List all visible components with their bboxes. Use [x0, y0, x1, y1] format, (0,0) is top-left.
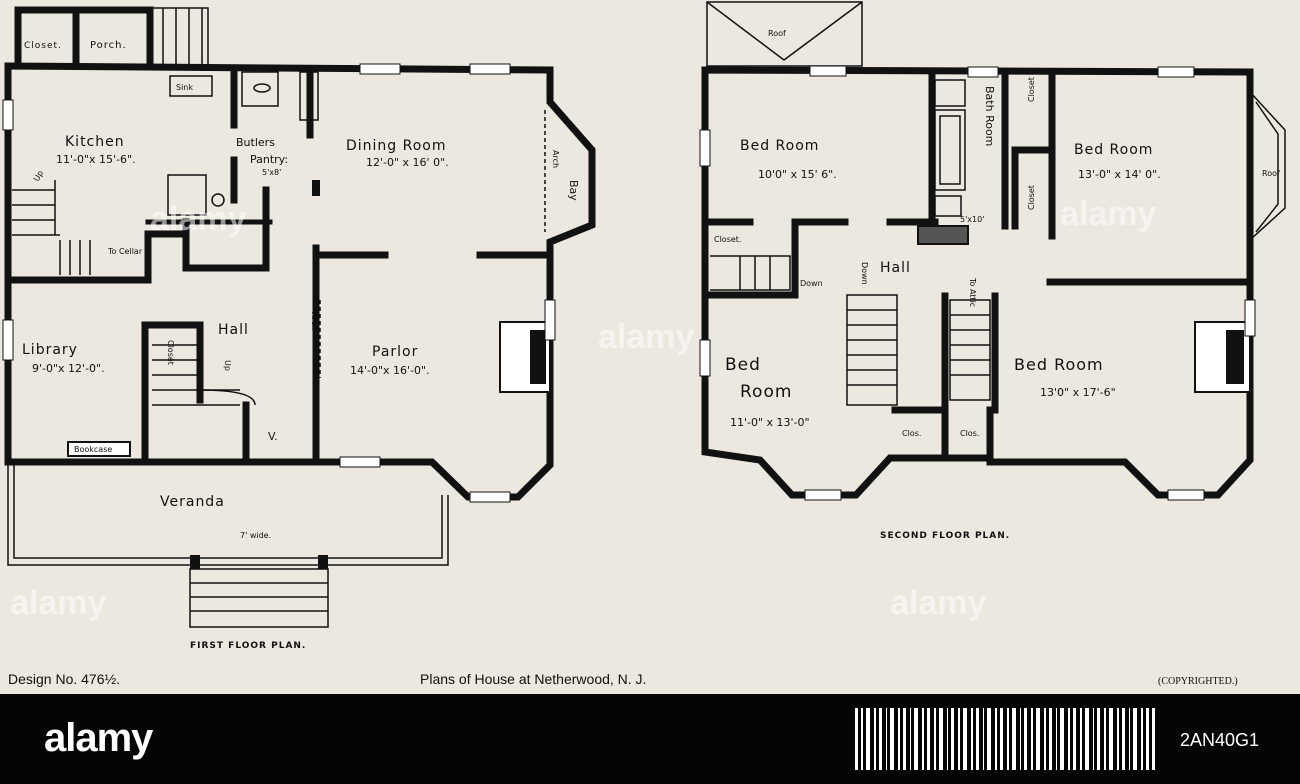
watermark-5: alamy: [890, 584, 987, 622]
label-to-attic: To Attic: [968, 277, 977, 307]
watermark-3: alamy: [1060, 195, 1157, 233]
watermark-2: alamy: [598, 318, 695, 356]
plan-title: Plans of House at Netherwood, N. J.: [420, 671, 647, 687]
label-down2: Down: [860, 262, 869, 285]
image-id: 2AN40G1: [1180, 730, 1260, 750]
alamy-logo: alamy: [44, 716, 153, 760]
first-floor-plan: Closet. Porch. Sink Dresser Kitchen 11'-…: [2, 6, 596, 651]
label-bed2-dim: 13'-0" x 14' 0".: [1078, 168, 1161, 181]
label-pantry: Pantry:: [250, 153, 288, 166]
label-bath: Bath Room: [983, 86, 996, 146]
label-bed3b: Room: [740, 382, 792, 402]
label-roof-top: Roof: [768, 29, 786, 38]
label-veranda: Veranda: [160, 494, 225, 510]
label-kitchen-dim: 11'-0"x 15'-6".: [56, 153, 136, 166]
barcode-icon: [855, 708, 1155, 770]
label-bed3: Bed: [725, 355, 761, 375]
label-arch-bay: Arch: [551, 150, 560, 168]
label-porch: Porch.: [90, 40, 127, 51]
label-bed4-dim: 13'0" x 17'-6": [1040, 386, 1116, 399]
label-dining-dim: 12'-0" x 16' 0".: [366, 156, 449, 169]
label-sink: Sink: [176, 83, 193, 92]
copyright: (COPYRIGHTED.): [1158, 676, 1238, 687]
label-bay: Bay: [567, 180, 580, 201]
label-to-cellar: To Cellar: [107, 247, 143, 256]
label-down1: Down: [800, 279, 823, 288]
floor-plans-drawing: Closet. Porch. Sink Dresser Kitchen 11'-…: [2, 1, 1286, 651]
label-closet-c: Closet.: [714, 235, 741, 244]
label-butlers: Butlers: [236, 136, 275, 149]
label-kitchen: Kitchen: [65, 134, 125, 150]
label-bed3-dim: 11'-0" x 13'-0": [730, 416, 810, 429]
label-library-dim: 9'-0"x 12'-0".: [32, 362, 105, 375]
label-closet-b: Closet: [1027, 185, 1036, 210]
label-hall-2: Hall: [880, 260, 911, 276]
watermark-4: alamy: [10, 584, 107, 622]
label-clos2: Clos.: [960, 429, 979, 438]
design-number: Design No. 476½.: [8, 671, 121, 687]
label-dresser: Dresser: [306, 87, 315, 118]
label-hall: Hall: [218, 322, 249, 338]
label-up: Up: [32, 169, 45, 183]
label-arch-hall: Arch: [310, 312, 319, 330]
label-bed1-dim: 10'0" x 15' 6".: [758, 168, 837, 181]
label-bed1: Bed Room: [740, 138, 819, 154]
plan-sheet: Closet. Porch. Sink Dresser Kitchen 11'-…: [2, 1, 1286, 687]
label-roof-side: Roof: [1262, 169, 1280, 178]
label-bed4: Bed Room: [1014, 355, 1104, 374]
label-clos1: Clos.: [902, 429, 921, 438]
label-veranda-dim: 7' wide.: [240, 531, 271, 540]
label-bed2: Bed Room: [1074, 142, 1153, 158]
label-v: V.: [268, 430, 278, 443]
watermark-1: alamy: [150, 200, 247, 238]
stock-footer-bar: [0, 694, 1300, 784]
label-pantry-dim: 5'x8': [262, 168, 281, 177]
second-floor-caption: SECOND FLOOR PLAN.: [880, 531, 1010, 541]
label-library: Library: [22, 342, 78, 358]
label-bath-dim: 5'x10': [960, 215, 984, 224]
label-parlor-dim: 14'-0"x 16'-0".: [350, 364, 430, 377]
label-parlor: Parlor: [372, 344, 418, 360]
label-dining: Dining Room: [346, 138, 447, 154]
label-closet: Closet.: [24, 41, 62, 51]
label-bookcase: Bookcase: [74, 445, 112, 454]
second-floor-plan: Roof Bed Room 10'0" x 15' 6". Bath Room …: [699, 1, 1286, 541]
label-up-stair: Up: [223, 360, 232, 371]
label-closet-hall: Closet: [166, 340, 175, 365]
label-closet-a: Closet: [1027, 77, 1036, 102]
first-floor-caption: FIRST FLOOR PLAN.: [190, 641, 306, 651]
